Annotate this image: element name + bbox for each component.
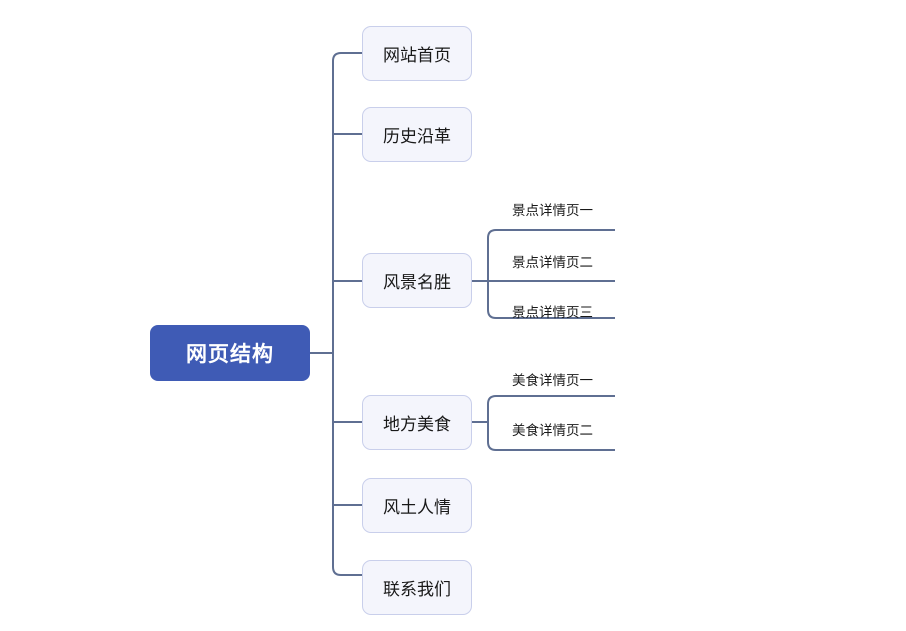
branch-node-label: 网站首页 — [383, 46, 451, 65]
leaf-node-scenery-detail-1[interactable]: 景点详情页一 — [512, 203, 593, 218]
branch-node-homepage[interactable]: 网站首页 — [362, 26, 472, 81]
branch-node-food[interactable]: 地方美食 — [362, 395, 472, 450]
branch-node-scenery[interactable]: 风景名胜 — [362, 253, 472, 308]
leaf-node-scenery-detail-3[interactable]: 景点详情页三 — [512, 305, 593, 320]
connector-spine — [332, 52, 362, 576]
leaf-node-food-detail-2[interactable]: 美食详情页二 — [512, 423, 593, 438]
branch-node-label: 风景名胜 — [383, 273, 451, 292]
branch-node-customs[interactable]: 风土人情 — [362, 478, 472, 533]
branch-node-contact[interactable]: 联系我们 — [362, 560, 472, 615]
leaf-node-food-detail-1[interactable]: 美食详情页一 — [512, 373, 593, 388]
branch-node-label: 地方美食 — [383, 415, 451, 434]
branch-node-label: 风土人情 — [383, 498, 451, 517]
branch-node-label: 历史沿革 — [383, 127, 451, 146]
root-node-label: 网页结构 — [186, 343, 274, 366]
leaf-node-scenery-detail-2[interactable]: 景点详情页二 — [512, 255, 593, 270]
root-node[interactable]: 网页结构 — [150, 325, 310, 381]
branch-node-history[interactable]: 历史沿革 — [362, 107, 472, 162]
branch-node-label: 联系我们 — [383, 580, 451, 599]
